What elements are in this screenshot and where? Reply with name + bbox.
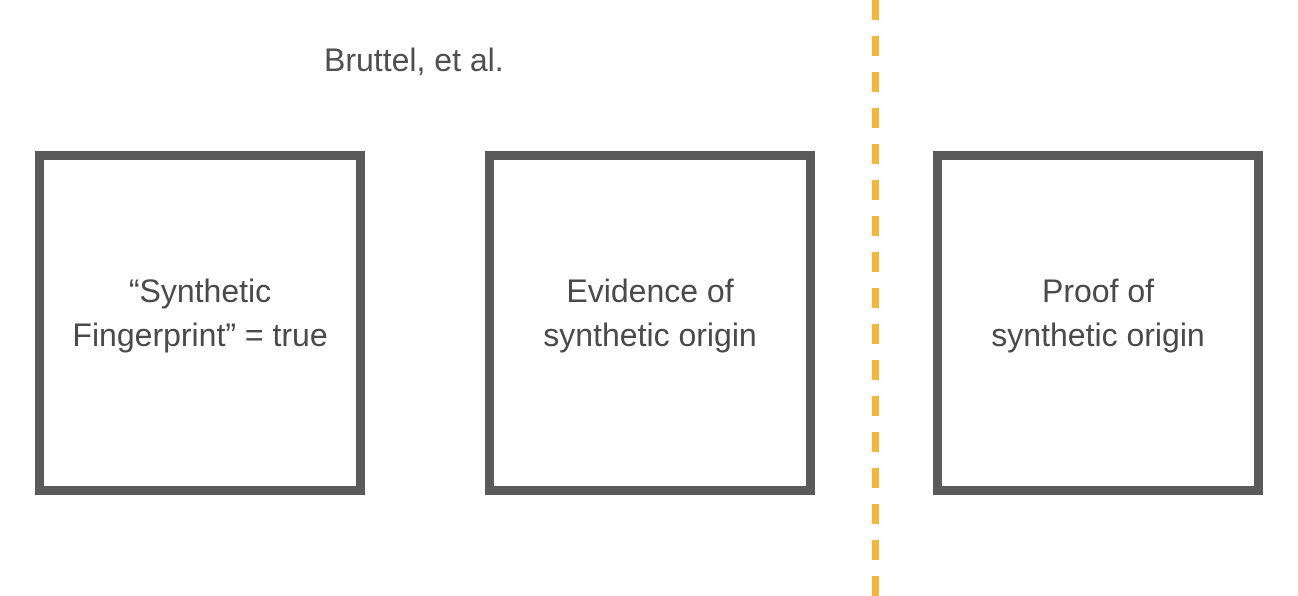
proof-box: Proof of synthetic origin: [933, 151, 1263, 495]
synthetic-fingerprint-box: “Synthetic Fingerprint” = true: [35, 151, 365, 495]
box-label-line: synthetic origin: [991, 317, 1205, 353]
evidence-box: Evidence of synthetic origin: [485, 151, 815, 495]
box-label: “Synthetic Fingerprint” = true: [72, 269, 327, 357]
box-label-line: Fingerprint” = true: [72, 317, 328, 353]
box-label-line: Evidence of: [566, 273, 734, 309]
dashed-divider: [872, 0, 879, 596]
box-label-line: “Synthetic: [128, 273, 272, 309]
box-label-line: Proof of: [1041, 273, 1155, 309]
box-label-line: synthetic origin: [543, 317, 757, 353]
box-label: Evidence of synthetic origin: [543, 269, 756, 357]
box-label: Proof of synthetic origin: [991, 269, 1204, 357]
attribution-label: Bruttel, et al.: [324, 42, 504, 78]
